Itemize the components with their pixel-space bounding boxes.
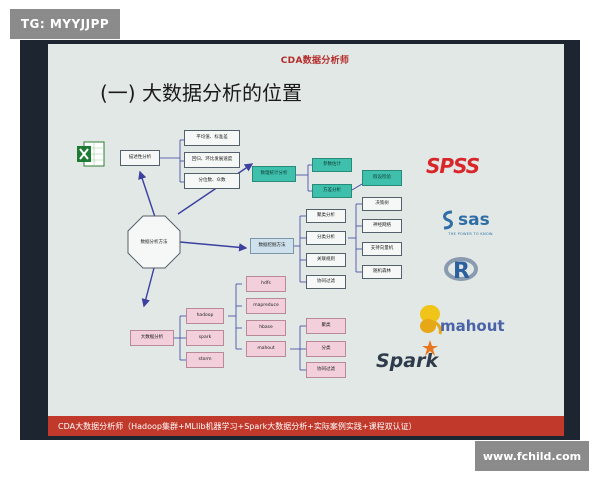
hadoop-item-box: mapreduce (246, 298, 286, 314)
descriptive-item-box: 回归、环比发展速度 (184, 152, 240, 168)
mining-item-box: 协同过滤 (306, 275, 346, 289)
hadoop-item-box: hdfs (246, 276, 286, 292)
analysis-methods-node: 数据分析方法 (140, 240, 168, 245)
mahout-item-box: 协同过滤 (306, 362, 346, 378)
watermark-top-left: TG: MYYJJPP (10, 9, 120, 39)
mining-sub-box: 支持向量机 (362, 242, 402, 256)
sas-tagline: THE POWER TO KNOW. (448, 232, 494, 236)
hadoop-item-box: mahout (246, 341, 286, 357)
r-letter: R (453, 259, 470, 284)
spark-wordmark: Spark (376, 350, 439, 372)
slide-title: (一) 大数据分析的位置 (100, 81, 302, 105)
statistics-analysis-box: 数理统计分析 (252, 166, 296, 182)
mining-item-box: 聚类分析 (306, 209, 346, 223)
sas-swirl-icon (443, 210, 453, 230)
bigdata-item-box: storm (186, 352, 224, 368)
mining-sub-box: 决策树 (362, 197, 402, 211)
sas-logo: sas THE POWER TO KNOW. (440, 210, 502, 244)
bigdata-item-box: spark (186, 330, 224, 346)
diagram-connectors (138, 139, 363, 371)
hypothesis-test-box: 假设检验 (362, 170, 402, 186)
excel-icon (77, 141, 105, 167)
cda-logo: CDA数据分析师 (280, 55, 350, 66)
mahout-item-box: 聚类 (306, 318, 346, 334)
descriptive-item-box: 分位数、众数 (184, 173, 240, 189)
descriptive-item-box: 平均值、标准差 (184, 130, 240, 146)
mining-sub-box: 神经网络 (362, 219, 402, 233)
mahout-elephant-icon (420, 305, 442, 335)
mining-sub-box: 随机森林 (362, 265, 402, 279)
slide-footer-banner: CDA大数据分析师（Hadoop集群+MLlib机器学习+Spark大数据分析+… (48, 416, 564, 436)
mahout-item-box: 分类 (306, 341, 346, 357)
bigdata-item-box: hadoop (186, 308, 224, 324)
data-mining-box: 数据挖掘方法 (250, 238, 294, 254)
variance-analysis-box: 方差分析 (312, 184, 352, 198)
sas-wordmark: sas (458, 210, 490, 230)
mahout-logo: mahout (416, 300, 505, 340)
descriptive-analysis-box: 描述性分析 (120, 150, 160, 166)
watermark-bottom-right: www.fchild.com (475, 441, 589, 471)
spss-logo: SPSS (426, 154, 480, 178)
r-ring-icon (444, 257, 478, 281)
mahout-wordmark: mahout (440, 317, 505, 335)
bigdata-analysis-box: 大数据分析 (130, 330, 174, 346)
param-estimation-box: 参数估计 (312, 158, 352, 172)
hadoop-item-box: hbase (246, 320, 286, 336)
mining-item-box: 关联规则 (306, 253, 346, 267)
center-octagon-outline (127, 215, 181, 269)
r-logo: R (444, 254, 478, 288)
spark-star-icon (422, 340, 438, 356)
spark-logo: Spark (372, 340, 442, 376)
mining-item-box: 分类分析 (306, 231, 346, 245)
